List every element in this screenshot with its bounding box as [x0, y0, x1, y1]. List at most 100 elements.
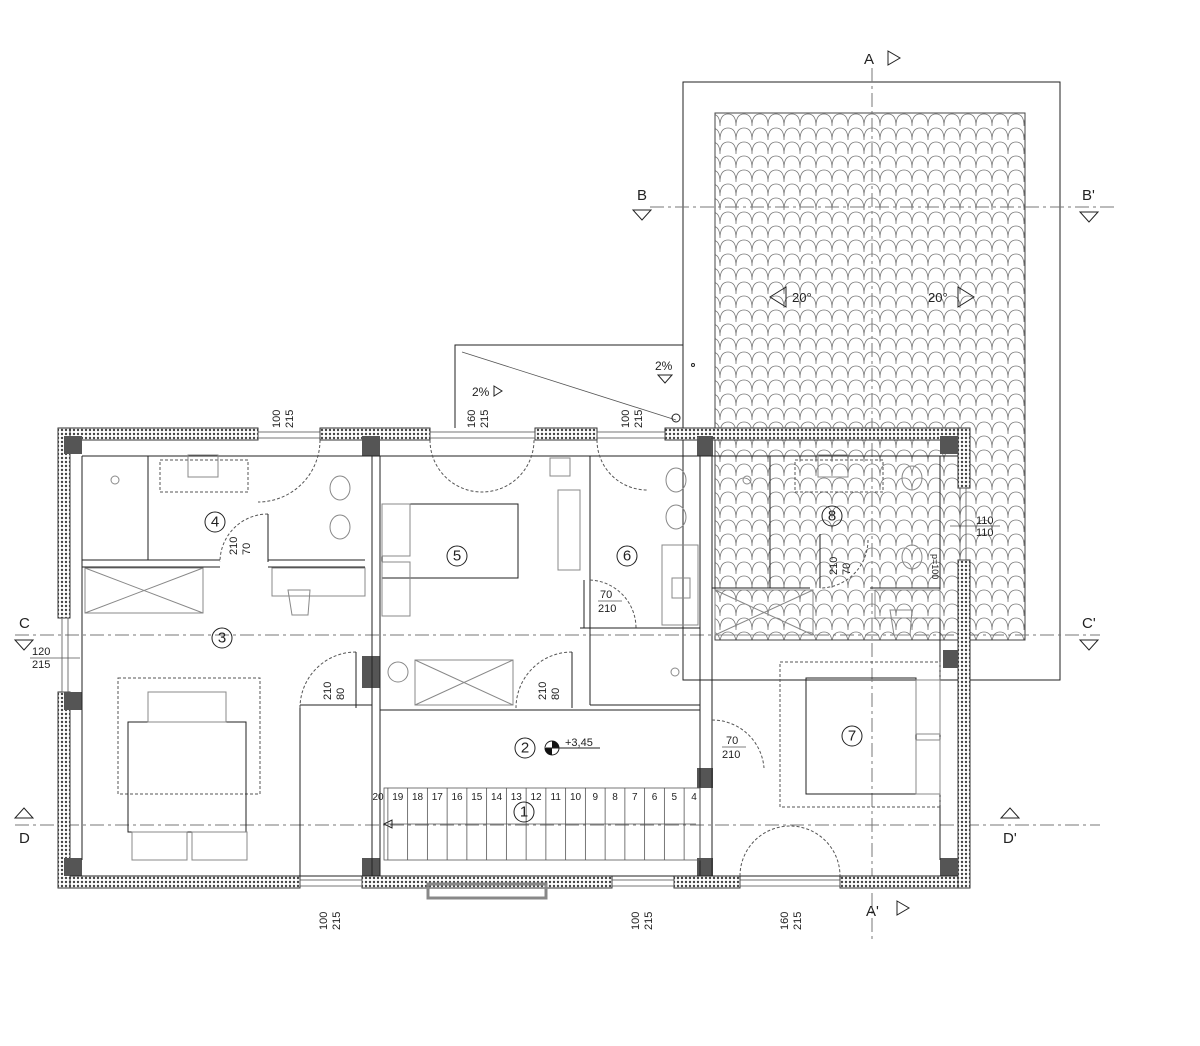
stair-step-number: 15 [471, 792, 483, 803]
room-5-marker: 5 [446, 545, 468, 567]
svg-text:100: 100 [620, 410, 632, 428]
svg-text:215: 215 [331, 912, 343, 930]
terrace-slope-left: 2% [472, 385, 490, 399]
bed-room-7 [805, 677, 917, 795]
wardrobe-room-3 [84, 567, 204, 614]
stair-step-number: 7 [632, 792, 638, 803]
bed-room-3 [127, 721, 247, 833]
section-label-c: C [19, 615, 30, 632]
slope-arrow-right-icon [957, 286, 975, 308]
svg-text:7: 7 [848, 728, 856, 745]
level-marker: +3,45 [544, 737, 600, 756]
doors [219, 439, 869, 877]
level-value: +3,45 [565, 737, 593, 749]
svg-text:120: 120 [32, 646, 50, 658]
svg-text:210: 210 [828, 557, 840, 575]
room-8-marker: 8 [821, 505, 843, 527]
sink-room-8 [817, 454, 849, 478]
section-label-d2: D' [1003, 830, 1017, 847]
roof: 20° 20° [682, 81, 1061, 681]
svg-text:70: 70 [241, 543, 253, 555]
svg-text:3: 3 [218, 630, 226, 647]
stair-step-number: 5 [671, 792, 677, 803]
exterior-walls [57, 427, 971, 900]
vanity-room-6 [661, 544, 699, 626]
bed-room-5 [381, 503, 519, 579]
room-2-marker: 2 [514, 737, 536, 759]
svg-text:110: 110 [976, 527, 994, 539]
rug-room-3 [117, 677, 261, 795]
svg-text:210: 210 [322, 682, 334, 700]
stair-step-number: 4 [691, 792, 697, 803]
svg-text:70: 70 [600, 589, 612, 601]
room-3-marker: 3 [211, 627, 233, 649]
svg-text:2: 2 [521, 740, 529, 757]
svg-text:80: 80 [550, 688, 562, 700]
stair-step-number: 18 [412, 792, 424, 803]
stair-step-number: 16 [451, 792, 463, 803]
svg-text:100: 100 [318, 912, 330, 930]
balcony-planter [426, 882, 548, 900]
svg-text:8: 8 [828, 508, 836, 525]
wardrobe-hall [414, 659, 514, 706]
stair-step-number: 17 [432, 792, 444, 803]
room-7-marker: 7 [841, 725, 863, 747]
stair-step-number: 12 [530, 792, 542, 803]
shower-room-6 [557, 489, 581, 571]
terrace-slope-right: 2% [655, 359, 673, 373]
svg-text:80: 80 [335, 688, 347, 700]
toilet-room-4 [329, 475, 351, 501]
room-4-marker: 4 [204, 511, 226, 533]
window-parapet-room-8: p=100 [930, 554, 940, 579]
wardrobe-room-7 [714, 589, 814, 636]
stair-step-number: 20 [372, 792, 384, 803]
chimney [387, 661, 409, 683]
toilet-room-8 [901, 465, 923, 491]
room-1-marker: 1 [513, 801, 535, 823]
stair-step-number: 8 [612, 792, 618, 803]
svg-text:215: 215 [479, 410, 491, 428]
svg-text:6: 6 [623, 548, 631, 565]
stair-step-number: 11 [551, 792, 562, 803]
svg-text:210: 210 [228, 537, 240, 555]
svg-text:70: 70 [726, 735, 738, 747]
svg-text:5: 5 [453, 548, 461, 565]
stair-step-number: 10 [570, 792, 582, 803]
svg-text:4: 4 [211, 514, 219, 531]
stair-step-number: 6 [652, 792, 658, 803]
stair-step-number: 9 [592, 792, 598, 803]
room-6-marker: 6 [616, 545, 638, 567]
terrace: 2% 2% [454, 344, 695, 428]
section-label-c2: C' [1082, 615, 1096, 632]
svg-text:215: 215 [643, 912, 655, 930]
section-label-d: D [19, 830, 30, 847]
fixtures [84, 454, 941, 861]
bidet-room-8 [901, 544, 923, 570]
section-label-b2: B' [1082, 187, 1095, 204]
svg-text:215: 215 [32, 659, 50, 671]
sink-room-4 [187, 454, 219, 478]
svg-text:1: 1 [520, 804, 528, 821]
bidet-room-4 [329, 514, 351, 540]
roof-slope-right: 20° [928, 290, 948, 305]
section-lines: A A' B B' C C' D D' [13, 50, 1115, 940]
svg-text:160: 160 [779, 912, 791, 930]
stair-step-number: 13 [511, 792, 523, 803]
interior-walls [70, 455, 958, 877]
slope-arrow-left-icon [769, 286, 787, 308]
section-label-b: B [637, 187, 647, 204]
